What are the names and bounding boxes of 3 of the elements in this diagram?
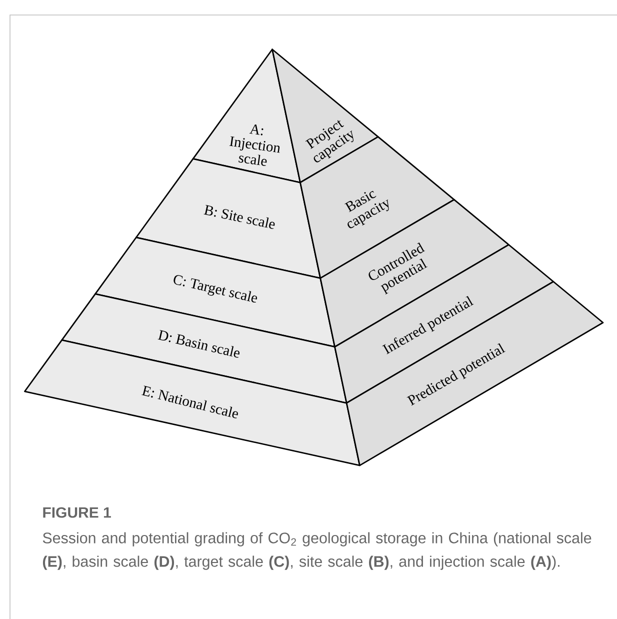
figure-caption: Session and potential grading of CO$_{2}$ geological storage in China (national scale (E), basin scale (D), target scale (C), site scale (B), and injection scale (A)).	[42, 532, 592, 570]
pyramid-band: A: Injection scale	[192, 48, 301, 184]
figure-title: FIGURE 1	[43, 507, 111, 518]
